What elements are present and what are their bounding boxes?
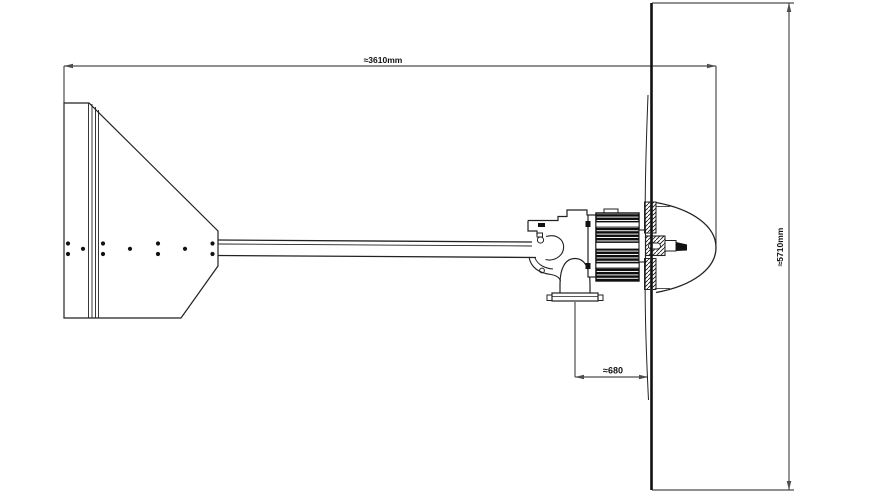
dimension-label-tower-offset: ≈680 <box>603 366 623 376</box>
blade-root-flange-lower <box>644 258 657 290</box>
tail-boom <box>217 239 537 259</box>
tail-fin-spar-lines <box>88 103 99 318</box>
dimension-tower-offset <box>574 302 648 380</box>
blade-root-flange-upper <box>644 201 657 234</box>
dimension-label-rotor-height: ≈5710mm <box>775 227 785 266</box>
yaw-bracket <box>527 209 588 282</box>
tail-fin-rivets <box>65 241 215 257</box>
rotor-blade <box>644 3 657 490</box>
bearing-plate <box>638 229 647 263</box>
tower-flange <box>551 292 599 302</box>
dimension-overall-length <box>63 63 717 244</box>
spinner-cone <box>655 201 717 294</box>
dimension-rotor-height <box>652 2 794 491</box>
bracket-bolt-block <box>538 223 545 227</box>
hub-shaft <box>664 240 677 252</box>
shaft-tip <box>676 242 687 251</box>
generator <box>585 208 647 282</box>
tail-fin <box>63 102 219 319</box>
bracket-pivot-pin <box>536 236 545 244</box>
dimension-label-overall-length: ≈3610mm <box>364 55 403 65</box>
